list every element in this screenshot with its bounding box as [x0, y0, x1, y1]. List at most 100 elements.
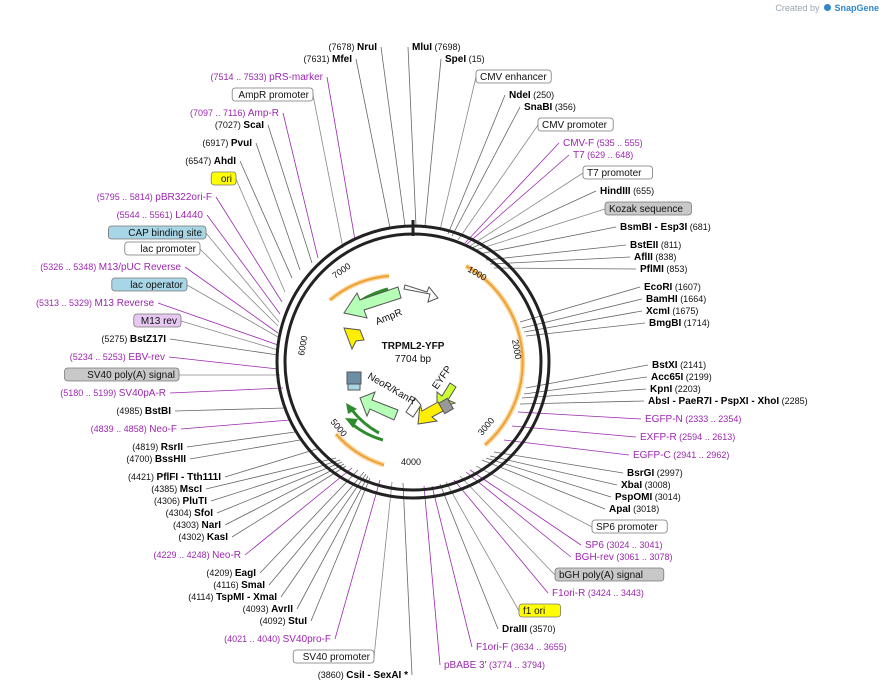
feature-box[interactable]: CMV enhancer: [475, 69, 552, 84]
enzyme-site[interactable]: (6917) PvuI: [202, 138, 252, 149]
enzyme-site[interactable]: DraIII (3570): [502, 624, 556, 635]
enzyme-site[interactable]: NdeI (250): [509, 90, 554, 101]
site-position: (3008): [642, 480, 671, 490]
feature-box-bg: [537, 117, 614, 132]
primer-site[interactable]: EGFP-C (2941 .. 2962): [633, 450, 729, 461]
enzyme-site[interactable]: EcoRI (1607): [644, 282, 701, 293]
site-label: lac operator: [130, 280, 183, 291]
enzyme-site[interactable]: (4209) EagI: [206, 568, 256, 579]
enzyme-site[interactable]: (4819) RsrII: [132, 442, 183, 453]
enzyme-site[interactable]: PspOMI (3014): [615, 492, 681, 503]
enzyme-site[interactable]: (7631) MfeI: [303, 54, 352, 65]
enzyme-site[interactable]: BmgBI (1714): [649, 318, 710, 329]
enzyme-site[interactable]: (4093) AvrII: [243, 604, 294, 615]
feature-box[interactable]: Kozak sequence: [604, 201, 692, 216]
primer-site[interactable]: EGFP-N (2333 .. 2354): [645, 414, 741, 425]
enzyme-site[interactable]: (3860) CsiI - SexAI *: [318, 670, 408, 681]
enzyme-site[interactable]: (4092) StuI: [260, 616, 308, 627]
enzyme-site[interactable]: BsmBI - Esp3I (681): [620, 222, 711, 233]
feature-box[interactable]: SV40 poly(A) signal: [64, 367, 180, 382]
feature-box[interactable]: CMV promoter: [537, 117, 614, 132]
enzyme-site[interactable]: (4116) SmaI: [213, 580, 265, 591]
primer-site[interactable]: CMV-F (535 .. 555): [563, 138, 643, 149]
enzyme-site[interactable]: BamHI (1664): [646, 294, 706, 305]
enzyme-site[interactable]: (5275) BstZ17I: [101, 334, 166, 345]
enzyme-site[interactable]: SnaBI (356): [524, 102, 576, 113]
enzyme-site[interactable]: (7027) ScaI: [215, 120, 264, 131]
plasmid-name: TRPML2-YFP: [382, 341, 445, 352]
feature-box-bg: [108, 225, 207, 240]
primer-site[interactable]: SP6 (3024 .. 3041): [585, 540, 662, 551]
primer-site[interactable]: T7 (629 .. 648): [573, 150, 633, 161]
enzyme-site[interactable]: HindIII (655): [600, 186, 654, 197]
primer-site[interactable]: (4021 .. 4040) SV40pro-F: [224, 634, 331, 645]
leader-line: [423, 485, 441, 666]
enzyme-site[interactable]: ApaI (3018): [609, 504, 659, 515]
primer-site[interactable]: F1ori-F (3634 .. 3655): [476, 642, 567, 653]
primer-site[interactable]: (4229 .. 4248) Neo-R: [154, 550, 241, 561]
primer-site[interactable]: (5313 .. 5329) M13 Reverse: [36, 298, 154, 309]
site-label: (4839 .. 4858) Neo-F: [91, 424, 177, 435]
enzyme-site[interactable]: (4304) SfoI: [166, 508, 214, 519]
leader-line: [380, 46, 406, 227]
enzyme-site[interactable]: XbaI (3008): [621, 480, 671, 491]
enzyme-site[interactable]: (4385) MscI: [151, 484, 202, 495]
enzyme-site[interactable]: (7678) NruI: [328, 42, 377, 53]
feature-box[interactable]: f1 ori: [518, 603, 561, 618]
enzyme-site[interactable]: (4985) BstBI: [116, 406, 171, 417]
feature-box[interactable]: lac promoter: [124, 241, 201, 256]
site-label: AbsI - PaeR7I - PspXI - XhoI (2285): [648, 396, 808, 407]
enzyme-site[interactable]: (4302) KasI: [178, 532, 228, 543]
enzyme-site[interactable]: (6547) AhdI: [185, 156, 236, 167]
enzyme-site[interactable]: MluI (7698): [412, 42, 461, 53]
feature-box[interactable]: CAP binding site: [108, 225, 207, 240]
feature-box[interactable]: SP6 promoter: [591, 519, 668, 534]
feature-box[interactable]: T7 promoter: [582, 165, 653, 180]
feature-box[interactable]: bGH poly(A) signal: [554, 567, 665, 582]
enzyme-site[interactable]: (4421) PflFI - Tth111I: [128, 472, 221, 483]
site-label: (4985) BstBI: [116, 406, 171, 417]
enzyme-site[interactable]: AbsI - PaeR7I - PspXI - XhoI (2285): [648, 396, 808, 407]
leader-line: [168, 356, 279, 370]
site-label: NdeI (250): [509, 90, 554, 101]
enzyme-site[interactable]: XcmI (1675): [646, 306, 698, 317]
site-label: (4303) NarI: [173, 520, 221, 531]
feature-box[interactable]: ori: [210, 171, 237, 186]
feature-box[interactable]: SV40 promoter: [292, 649, 375, 664]
primer-site[interactable]: EXFP-R (2594 .. 2613): [640, 432, 735, 443]
primer-site[interactable]: pBABE 3' (3774 .. 3794): [444, 660, 545, 671]
primer-site[interactable]: (5234 .. 5253) EBV-rev: [70, 352, 165, 363]
primer-site[interactable]: (7514 .. 7533) pRS-marker: [211, 72, 324, 83]
enzyme-site[interactable]: (4114) TspMI - XmaI: [188, 592, 277, 603]
primer-site[interactable]: BGH-rev (3061 .. 3078): [575, 552, 672, 563]
primer-site[interactable]: (5180 .. 5199) SV40pA-R: [60, 388, 166, 399]
site-position: (535 .. 555): [594, 138, 643, 148]
primer-site[interactable]: (7097 .. 7116) Amp-R: [190, 108, 279, 119]
enzyme-site[interactable]: BstXI (2141): [652, 360, 706, 371]
primer-site[interactable]: (5544 .. 5561) L4440: [117, 210, 204, 221]
enzyme-site[interactable]: (4303) NarI: [173, 520, 221, 531]
feature-box[interactable]: lac operator: [111, 277, 188, 292]
enzyme-site[interactable]: PflMI (853): [640, 264, 687, 275]
feature-box[interactable]: AmpR promoter: [231, 87, 314, 102]
primer-site[interactable]: F1ori-R (3424 .. 3443): [552, 588, 644, 599]
enzyme-site[interactable]: BstEII (811): [630, 240, 681, 251]
primer-site[interactable]: (4839 .. 4858) Neo-F: [91, 424, 177, 435]
primer-site[interactable]: (5326 .. 5348) M13/pUC Reverse: [40, 262, 181, 273]
enzyme-site[interactable]: BsrGI (2997): [627, 468, 683, 479]
enzyme-site[interactable]: Acc65I (2199): [651, 372, 712, 383]
enzyme-site[interactable]: (4306) PluTI: [154, 496, 207, 507]
enzyme-site[interactable]: AflII (838): [634, 252, 676, 263]
leader-line: [402, 482, 413, 676]
leader-line: [334, 479, 381, 640]
feature-box[interactable]: M13 rev: [133, 313, 182, 328]
site-name: MscI: [180, 484, 202, 495]
enzyme-site[interactable]: KpnI (2203): [650, 384, 701, 395]
primer-site[interactable]: (5795 .. 5814) pBR322ori-F: [97, 192, 212, 203]
leader-line: [157, 302, 279, 346]
enzyme-site[interactable]: SpeI (15): [445, 54, 485, 65]
site-position: (7097 .. 7116): [190, 108, 248, 118]
enzyme-site[interactable]: (4700) BssHII: [126, 454, 186, 465]
site-position: (3024 .. 3041): [604, 540, 663, 550]
